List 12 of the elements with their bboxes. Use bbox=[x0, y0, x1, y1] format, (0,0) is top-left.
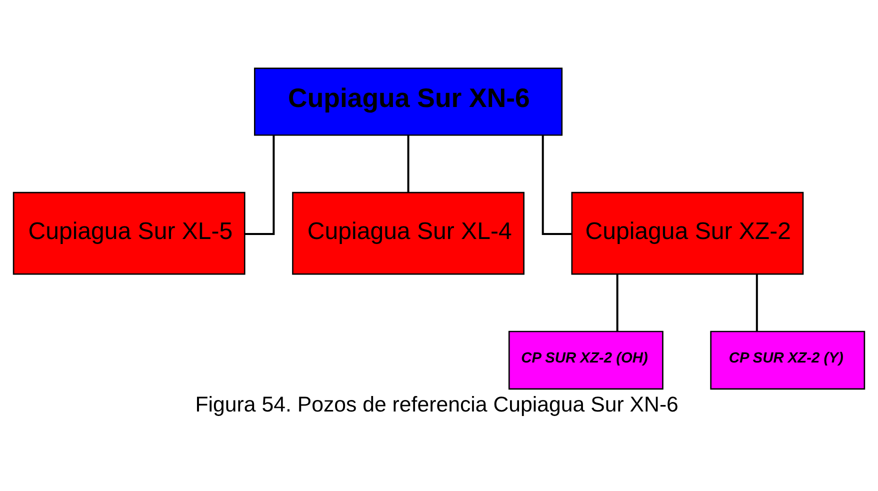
node-box: CP SUR XZ-2 (Y) bbox=[710, 330, 866, 390]
node-box: Cupiagua Sur XL-4 bbox=[292, 191, 524, 274]
connector bbox=[407, 134, 410, 192]
connector bbox=[756, 274, 758, 331]
node-box: Cupiagua Sur XN-6 bbox=[254, 67, 563, 136]
node-box: Cupiagua Sur XL-5 bbox=[12, 191, 246, 274]
connector bbox=[542, 134, 572, 234]
caption: Figura 54. Pozos de referencia Cupiagua Sur XN-6 bbox=[195, 392, 678, 416]
connector bbox=[616, 274, 618, 331]
connector bbox=[244, 134, 275, 234]
node-box: Cupiagua Sur XZ-2 bbox=[571, 191, 804, 274]
node-box: CP SUR XZ-2 (OH) bbox=[508, 330, 664, 390]
